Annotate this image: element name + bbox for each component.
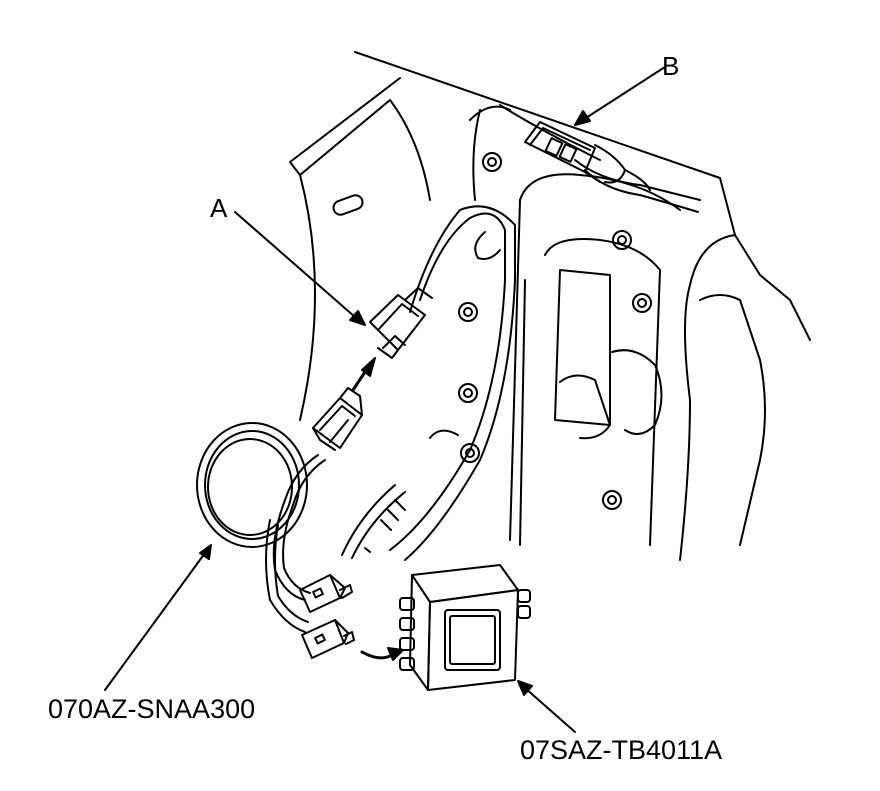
connector-a <box>234 211 433 359</box>
tester-box-ports-left <box>399 597 415 671</box>
label-connector-a: A <box>210 193 228 223</box>
harness-leader <box>104 544 212 691</box>
plug-connectors <box>299 574 404 661</box>
vehicle-harness <box>341 144 701 561</box>
test-harness-coil <box>196 422 326 633</box>
test-harness-connector <box>312 387 363 451</box>
label-connector-b: B <box>662 51 680 81</box>
label-tester-part-number: 07SAZ-TB4011A <box>520 735 723 765</box>
connector-b <box>524 66 666 183</box>
label-harness-part-number: 070AZ-SNAA300 <box>48 694 256 724</box>
tester-box-ports-right <box>517 589 531 619</box>
tester-box <box>399 564 576 733</box>
body-panel <box>289 51 811 561</box>
mating-arrow <box>351 357 376 392</box>
